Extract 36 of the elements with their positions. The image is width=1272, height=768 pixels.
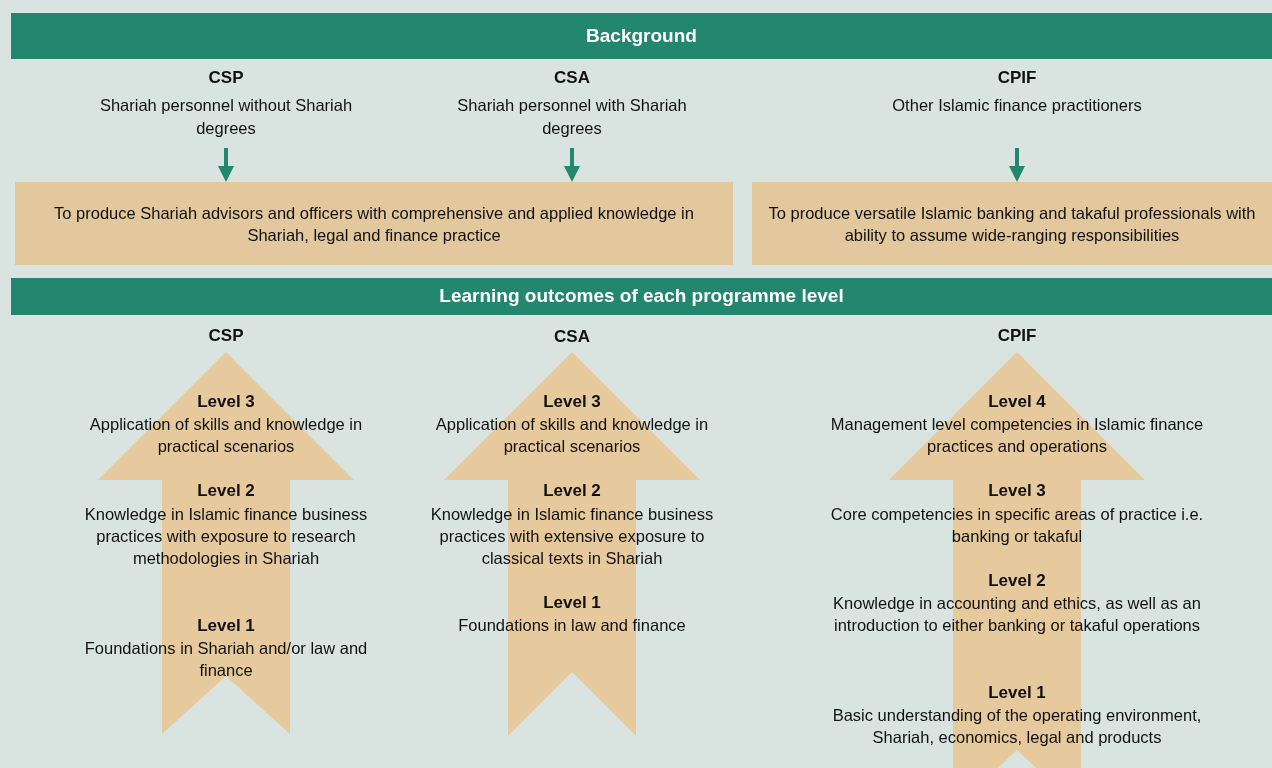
column-heading: CSP: [207, 325, 245, 346]
column-heading: CPIF: [996, 325, 1038, 346]
level-description: Knowledge in accounting and ethics, as well as an introduction to either banking or takaful operations: [832, 593, 1202, 636]
level-description: Foundations in law and finance: [457, 615, 687, 636]
programme-description: Other Islamic finance practitioners: [892, 95, 1142, 116]
level-heading: Level 2: [987, 570, 1047, 591]
level-heading: Level 1: [542, 592, 602, 613]
level-description: Knowledge in Islamic finance business practices with extensive exposure to classical texts in Shariah: [429, 504, 715, 569]
column-heading: CSA: [553, 326, 591, 347]
level-heading: Level 1: [196, 615, 256, 636]
level-description: Application of skills and knowledge in practical scenarios: [88, 414, 364, 457]
level-heading: Level 4: [987, 391, 1047, 412]
level-heading: Level 2: [542, 480, 602, 501]
programme-heading: CPIF: [997, 67, 1037, 89]
level-heading: Level 1: [987, 682, 1047, 703]
level-heading: Level 3: [196, 391, 256, 412]
down-arrow: [1009, 148, 1025, 182]
level-heading: Level 3: [987, 480, 1047, 501]
level-description: Basic understanding of the operating environment, Shariah, economics, legal and products: [831, 705, 1203, 748]
down-arrow: [218, 148, 234, 182]
level-description: Knowledge in Islamic finance business practices with exposure to research methodologies in Shariah: [83, 504, 369, 569]
level-description: Management level competencies in Islamic finance practices and operations: [829, 414, 1205, 457]
level-description: Application of skills and knowledge in practical scenarios: [434, 414, 710, 457]
section-header-band: Background: [11, 13, 1272, 59]
level-heading: Level 3: [542, 391, 602, 412]
level-heading: Level 2: [196, 480, 256, 501]
goal-box: To produce versatile Islamic banking and takaful professionals with ability to assume wide-ranging responsibilities: [752, 182, 1272, 265]
level-description: Foundations in Shariah and/or law and finance: [83, 638, 369, 681]
programme-description: Shariah personnel without Shariah degrees: [98, 95, 354, 139]
programme-heading: CSA: [554, 67, 590, 89]
section-header-band: Learning outcomes of each programme level: [11, 278, 1272, 315]
level-description: Core competencies in specific areas of practice i.e. banking or takaful: [829, 504, 1205, 547]
programme-description: Shariah personnel with Shariah degrees: [456, 95, 688, 139]
down-arrow: [564, 148, 580, 182]
programme-heading: CSP: [208, 67, 244, 89]
goal-box: To produce Shariah advisors and officers with comprehensive and applied knowledge in Shariah, legal and finance practice: [15, 182, 733, 265]
